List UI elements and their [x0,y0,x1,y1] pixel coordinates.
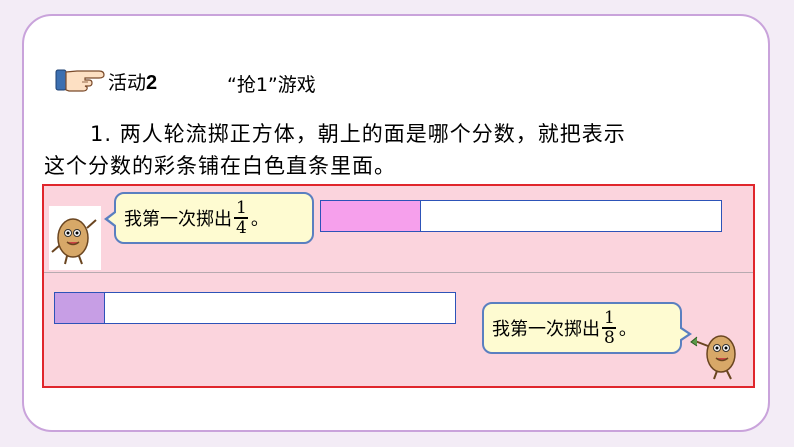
potato-character-icon [690,335,736,380]
activity-label: 活动 [108,72,147,94]
speech-bubble-2: 我第一次掷出 1 8 。 [482,302,692,354]
white-strip-1 [320,200,722,232]
bubble-1-end: 。 [250,209,269,230]
color-strip-one-eighth[interactable] [55,293,105,323]
bubble-2-end: 。 [618,319,637,340]
instruction-line-1-text: 1. 两人轮流掷正方体，朝上的面是哪个分数，就把表示 [90,122,626,146]
activity-title: 活动2 [108,68,157,95]
fraction-denominator: 8 [604,328,615,348]
instruction-line-2: 这个分数的彩条铺在白色直条里面。 [44,154,396,178]
speech-bubble-1: 我第一次掷出 1 4 。 [104,192,314,244]
color-strip-one-quarter[interactable] [321,201,421,231]
potato-character-icon [49,206,101,270]
game-board: 我第一次掷出 1 4 。 我第一次掷出 1 8 。 [42,184,755,388]
fraction-denominator: 4 [236,218,247,238]
instruction-line-1: 1. 两人轮流掷正方体，朝上的面是哪个分数，就把表示 [44,118,764,150]
activity-header: 活动2 “抢1”游戏 [55,58,455,102]
bubble-2-text: 我第一次掷出 [492,319,600,340]
pointing-hand-icon [55,69,105,92]
activity-number: 2 [146,72,158,94]
instruction-text: 1. 两人轮流掷正方体，朝上的面是哪个分数，就把表示 这个分数的彩条铺在白色直条… [44,118,764,182]
fraction-numerator: 1 [236,198,247,218]
bubble-1-text: 我第一次掷出 [124,209,232,230]
fraction-numerator: 1 [604,308,615,328]
fraction-one-quarter: 1 4 [234,199,249,237]
divider [44,272,753,273]
game-title: “抢1”游戏 [227,74,316,96]
fraction-one-eighth: 1 8 [602,309,617,347]
white-strip-2 [54,292,456,324]
